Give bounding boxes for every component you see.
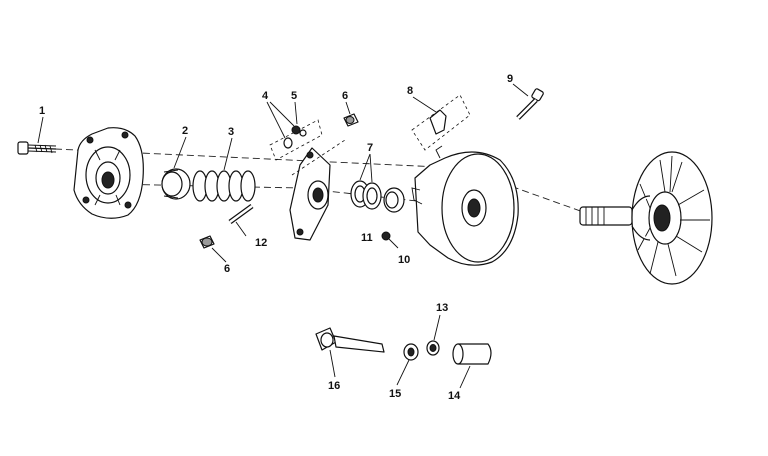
callout-2: 2 <box>182 125 188 137</box>
callout-8: 8 <box>407 85 413 97</box>
callout-leaders <box>37 83 529 389</box>
part-cover-plate <box>73 127 144 219</box>
callout-16: 16 <box>328 380 340 392</box>
callout-10: 10 <box>398 254 410 266</box>
callout-labels: 1 2 3 4 5 6 6 7 8 9 10 11 12 13 14 15 16 <box>39 73 513 402</box>
part-movable-sheave <box>411 145 519 266</box>
callout-4: 4 <box>262 90 269 102</box>
part-washer-13 <box>426 340 440 356</box>
part-spring-3 <box>192 170 256 202</box>
callout-13: 13 <box>436 302 448 314</box>
part-fixed-sheave <box>579 151 713 285</box>
part-cap-6-lower <box>199 235 215 249</box>
part-washer-15 <box>403 343 419 361</box>
callout-12: 12 <box>255 237 267 249</box>
part-rollers-4-5 <box>269 119 323 161</box>
callout-14: 14 <box>448 390 461 402</box>
part-weight-8 <box>411 94 471 151</box>
part-sleeve-14 <box>452 343 492 365</box>
callout-1: 1 <box>39 105 45 117</box>
callout-7: 7 <box>367 142 373 154</box>
part-spider <box>289 139 346 241</box>
callout-11: 11 <box>361 232 373 244</box>
part-spacer-11 <box>383 187 405 213</box>
part-bolt-9 <box>516 88 544 120</box>
callout-6-upper: 6 <box>342 90 348 102</box>
part-bolt-1 <box>17 141 57 155</box>
part-pin-12 <box>228 203 254 225</box>
callout-6-lower: 6 <box>224 263 230 275</box>
callout-9: 9 <box>507 73 513 85</box>
callout-15: 15 <box>389 388 401 400</box>
part-bolt-16 <box>315 327 385 353</box>
callout-3: 3 <box>228 126 234 138</box>
callout-5: 5 <box>291 90 297 102</box>
part-cap-6-upper <box>343 113 359 127</box>
part-bushing-2 <box>161 168 191 200</box>
part-washers-7 <box>350 180 382 210</box>
